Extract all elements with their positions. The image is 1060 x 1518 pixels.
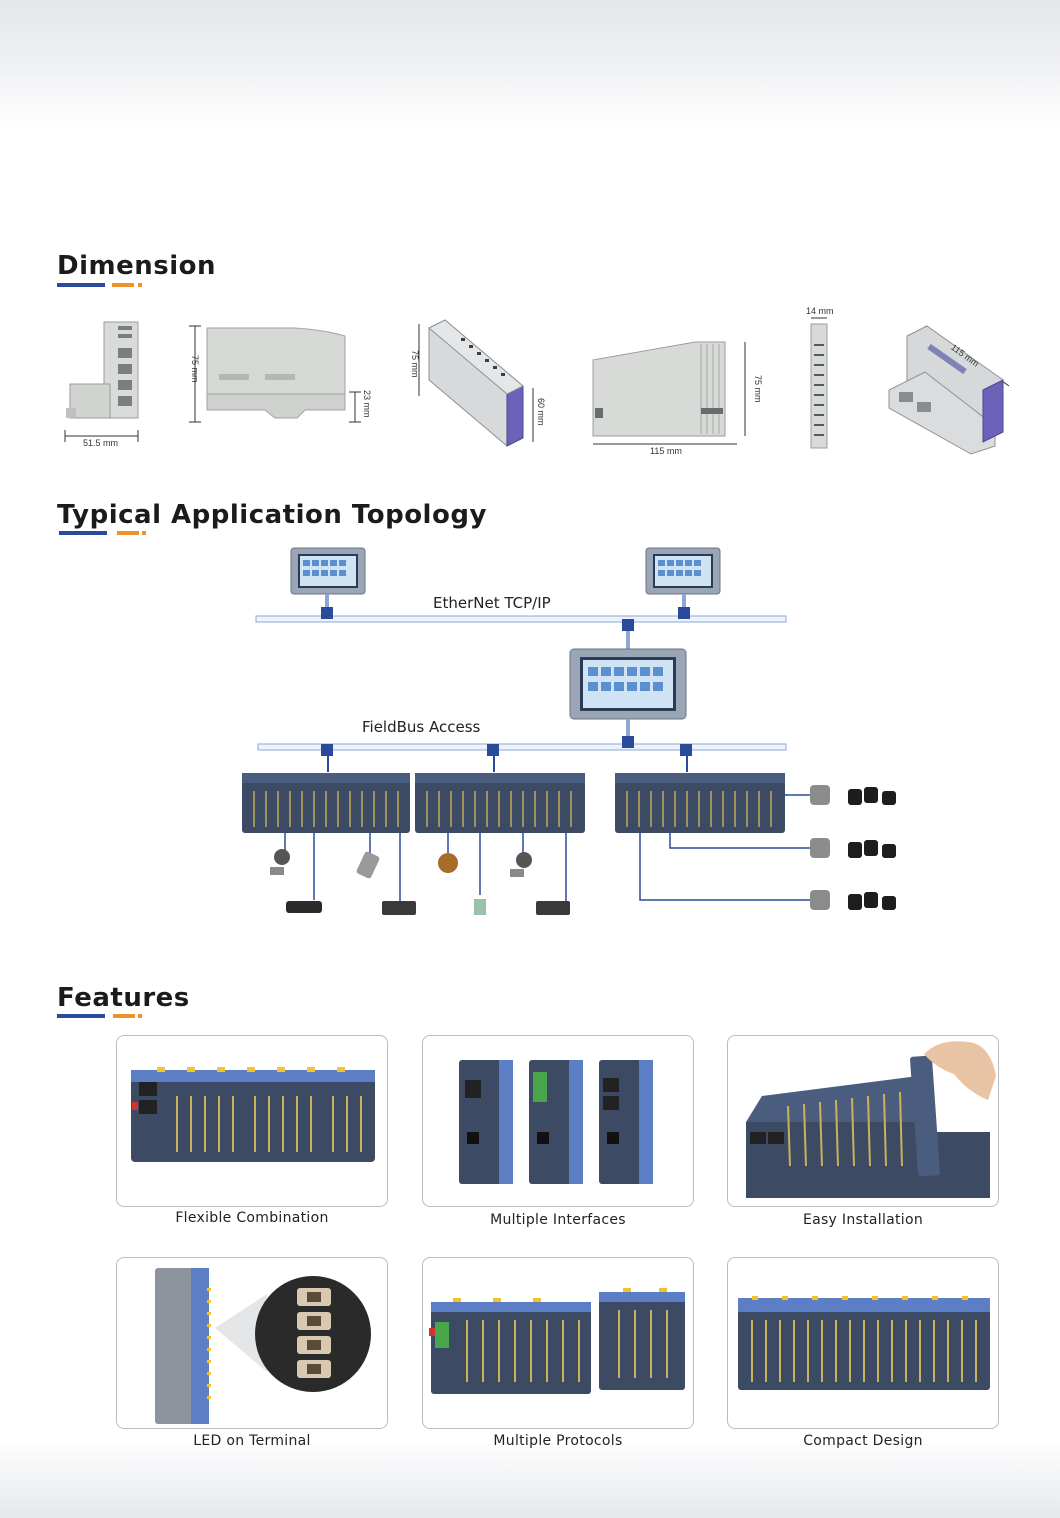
dimension-module-iso-view [418,319,534,447]
dim-height-label: 75 mm [190,355,200,383]
feature-card-easy-installation [727,1035,999,1207]
dimension-title: Dimension [57,251,216,281]
ethernet-label: EtherNet TCP/IP [433,594,551,612]
dim-width-label: 51.5 mm [83,438,119,448]
dim-depth-label: 60 mm [536,398,546,426]
title-underline-blue [57,283,105,287]
dim-length-label: 115 mm [650,446,682,456]
title-underline-blue [59,531,107,535]
title-underline-orange [112,283,134,287]
fieldbus-node [321,744,333,756]
feature-card-multiple-interfaces [422,1035,694,1207]
title-underline-blue [57,1014,105,1018]
fieldbus-label: FieldBus Access [362,718,481,736]
title-underline-dot [138,1014,142,1018]
fieldbus-node [680,744,692,756]
feature-caption: Easy Installation [802,1212,924,1228]
topology-diagram [242,547,896,915]
feature-card-multiple-protocols [422,1257,694,1429]
topology-title: Typical Application Topology [57,500,487,530]
fieldbus-node [487,744,499,756]
dimension-side-view [189,325,361,423]
io-rack-2 [415,773,585,833]
hmi-panel-center [569,619,687,748]
feature-card-led-on-terminal [116,1257,388,1429]
dim-rail-label: 23 mm [362,390,372,418]
features-title: Features [57,983,190,1013]
fieldbus-bus [257,743,787,751]
dim-thickness-label: 14 mm [806,306,834,316]
hmi-panel-left [290,547,366,619]
hmi-panel-right [645,547,721,619]
ethernet-bus [255,615,787,623]
title-underline-dot [142,531,146,535]
feature-image [429,1288,685,1394]
dimension-base-iso-view [888,325,1010,455]
feature-card-flexible-combination [116,1035,388,1207]
dim-height-label: 75 mm [753,375,763,403]
feature-image [738,1296,990,1390]
feature-caption: Multiple Interfaces [490,1212,626,1228]
feature-image [459,1060,653,1184]
field-devices [270,785,896,915]
title-underline-orange [113,1014,135,1018]
dimension-long-side-view [592,341,746,445]
feature-image [155,1268,371,1424]
title-underline-orange [117,531,139,535]
dimension-front-view [64,321,139,442]
io-rack-1 [242,773,410,833]
feature-caption: Flexible Combination [175,1210,329,1226]
header-decoration [0,0,1060,130]
io-rack-3 [615,773,785,833]
feature-caption: Multiple Protocols [493,1433,623,1449]
feature-image [131,1067,375,1162]
dim-height-label: 75 mm [410,350,420,378]
footer-decoration [0,1438,1060,1518]
feature-image [746,1041,996,1198]
feature-caption: Compact Design [803,1433,923,1449]
dimension-narrow-front-view [810,317,828,449]
feature-caption: LED on Terminal [193,1433,311,1449]
feature-card-compact-design [727,1257,999,1429]
title-underline-dot [138,283,142,287]
